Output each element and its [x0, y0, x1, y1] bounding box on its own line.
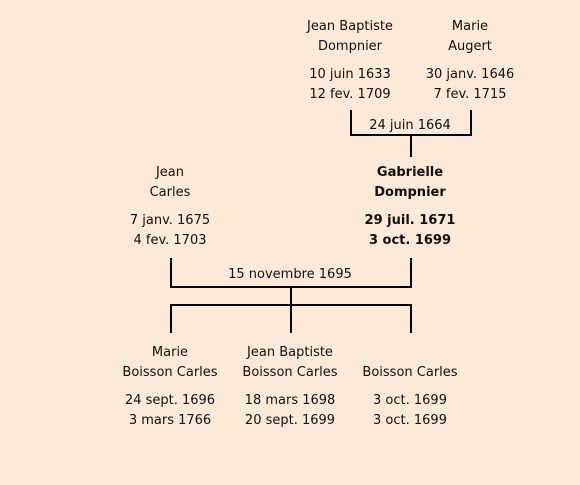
person-last-name: Dompnier: [374, 185, 446, 200]
person-death-date: 3 oct. 1699: [368, 233, 452, 248]
person-death-date: 20 sept. 1699: [244, 413, 336, 428]
person-first-name: Jean Baptiste: [307, 19, 393, 34]
person-last-name: Boisson Carles: [362, 365, 458, 380]
person-last-name: Boisson Carles: [122, 365, 218, 380]
person-first-name: Gabrielle: [376, 165, 444, 180]
person-death-date: 4 fev. 1703: [133, 233, 207, 248]
person-marie-augert: Marie Augert 30 janv. 1646 7 fev. 1715: [400, 17, 540, 105]
person-boisson-carles: Boisson Carles 3 oct. 1699 3 oct. 1699: [340, 343, 480, 431]
person-death-date: 7 fev. 1715: [433, 87, 507, 102]
person-birth-date: 3 oct. 1699: [373, 393, 447, 408]
person-birth-date: 30 janv. 1646: [425, 67, 515, 82]
person-jean-baptiste-dompnier: Jean Baptiste Dompnier 10 juin 1633 12 f…: [280, 17, 420, 105]
person-last-name: Augert: [448, 39, 492, 54]
person-gabrielle-dompnier: Gabrielle Dompnier 29 juil. 1671 3 oct. …: [340, 163, 480, 251]
person-death-date: 3 mars 1766: [128, 413, 212, 428]
person-birth-date: 29 juil. 1671: [364, 213, 456, 228]
person-death-date: 12 fev. 1709: [309, 87, 391, 102]
connector-line: [410, 304, 412, 333]
person-death-date: 3 oct. 1699: [373, 413, 447, 428]
person-birth-date: 7 janv. 1675: [129, 213, 211, 228]
person-jean-baptiste-boisson-carles: Jean Baptiste Boisson Carles 18 mars 169…: [220, 343, 360, 431]
connector-line: [410, 258, 412, 287]
person-birth-date: 24 sept. 1696: [124, 393, 216, 408]
marriage-date-top: 24 juin 1664: [369, 118, 451, 133]
person-last-name: Dompnier: [317, 39, 383, 54]
person-first-name: [340, 343, 480, 363]
person-last-name: Carles: [149, 185, 191, 200]
person-marie-boisson-carles: Marie Boisson Carles 24 sept. 1696 3 mar…: [100, 343, 240, 431]
connector-line: [350, 110, 352, 135]
person-first-name: Jean: [155, 165, 185, 180]
connector-line: [410, 134, 412, 157]
person-birth-date: 18 mars 1698: [244, 393, 336, 408]
connector-line: [470, 110, 472, 135]
connector-line: [290, 286, 292, 305]
person-first-name: Marie: [151, 345, 189, 360]
marriage-date-middle: 15 novembre 1695: [228, 267, 352, 282]
person-last-name: Boisson Carles: [242, 365, 338, 380]
connector-line: [170, 304, 172, 333]
person-jean-carles: Jean Carles 7 janv. 1675 4 fev. 1703: [100, 163, 240, 251]
person-first-name: Marie: [451, 19, 489, 34]
connector-line: [290, 304, 292, 333]
person-first-name: Jean Baptiste: [247, 345, 333, 360]
connector-line: [170, 258, 172, 287]
person-birth-date: 10 juin 1633: [309, 67, 391, 82]
